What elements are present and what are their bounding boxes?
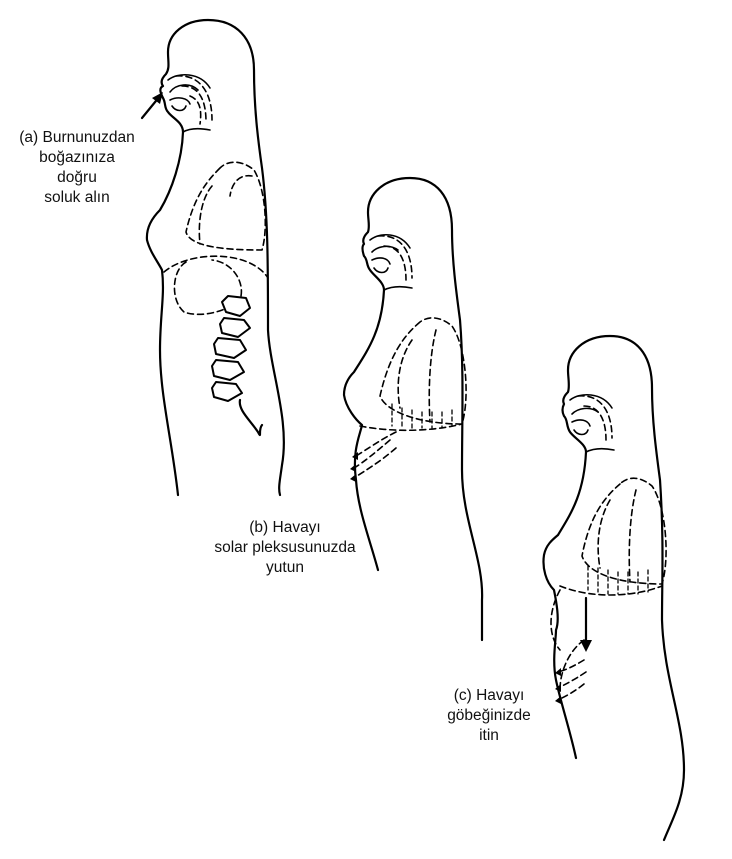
figure-c-neck (585, 447, 615, 453)
figure-c-push-arrowhead (580, 640, 592, 652)
figure-b-lungs (379, 317, 467, 425)
caption-b-line-2: solar pleksusunuzda (214, 539, 356, 556)
figure-c-mouth (569, 393, 613, 436)
caption-b-line-3: yutun (266, 559, 304, 576)
caption-a-line-3: doğru (57, 169, 97, 186)
figure-c-diaphragm-edge (559, 585, 663, 596)
figure-b (342, 176, 484, 642)
figure-b-diaphragm-lines (391, 403, 453, 429)
figure-c-arrowheads (555, 668, 561, 704)
figure-b-neck (383, 285, 413, 291)
figure-c-navel-arrows (557, 659, 587, 701)
figure-a (140, 18, 285, 497)
caption-a: (a) Burnunuzdan boğazınıza doğru soluk a… (10, 128, 144, 208)
figure-c-body-front (542, 334, 686, 842)
figure-a-airway (175, 75, 213, 125)
figure-a-body-front (145, 18, 285, 497)
figure-b-body-front (342, 176, 484, 642)
figure-a-lungs (185, 161, 267, 251)
caption-b: (b) Havayı solar pleksusunuzda yutun (210, 518, 360, 578)
caption-a-line-1: (a) Burnunuzdan (19, 129, 135, 146)
figure-b-swallow-arrows (353, 431, 397, 479)
figure-c-airway (577, 395, 613, 441)
figure-b-arrowheads (350, 452, 358, 482)
figure-c (542, 334, 686, 842)
figure-a-abdomen (163, 255, 269, 316)
figure-c-lungs (581, 477, 667, 585)
caption-a-line-4: soluk alın (44, 189, 110, 206)
figure-a-arrowhead (152, 92, 163, 104)
figure-a-neck (182, 127, 211, 133)
figure-a-spine (211, 295, 264, 437)
caption-b-line-1: (b) Havayı (249, 519, 321, 536)
figure-c-diaphragm-lines (587, 565, 649, 595)
figure-b-mouth (369, 233, 411, 274)
figure-b-solar-plexus-lines (359, 423, 463, 432)
caption-c-line-2: göbeğinizde (447, 707, 531, 724)
caption-c: (c) Havayı göbeğinizde itin (430, 686, 548, 746)
caption-a-line-2: boğazınıza (39, 149, 115, 166)
caption-c-line-3: itin (479, 727, 499, 744)
figure-a-mouth (167, 73, 211, 112)
figure-b-airway (377, 235, 413, 281)
caption-c-line-1: (c) Havayı (453, 687, 525, 704)
